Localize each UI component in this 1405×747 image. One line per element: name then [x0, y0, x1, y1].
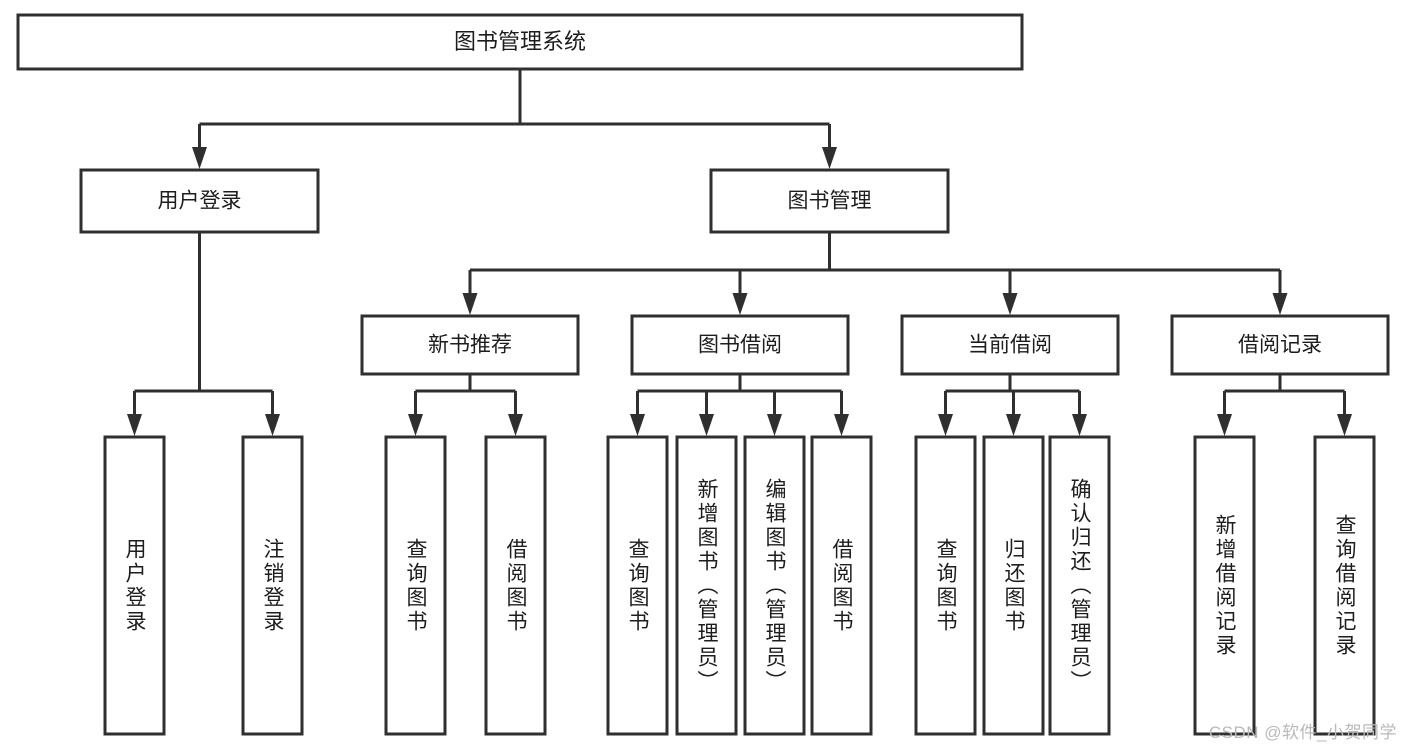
arrow-head-l-borrow-book-1: [508, 414, 523, 436]
arrow-head-l-query-book-2: [630, 414, 645, 436]
node-box-l-add-record[interactable]: [1193, 435, 1256, 736]
arrow-head-l-add-book: [699, 414, 714, 436]
arrow-head-l-add-record: [1217, 414, 1232, 436]
node-box-l-logout[interactable]: [241, 435, 304, 736]
csdn-watermark: CSDN @软件_小贺同学: [1208, 723, 1397, 742]
node-label-root: 图书管理系统: [454, 29, 586, 54]
arrow-head-n-book-mgmt: [822, 147, 837, 169]
node-box-l-user-login[interactable]: [103, 435, 166, 736]
node-box-l-borrow-book-2[interactable]: [810, 435, 873, 736]
arrow-head-l-confirm-return: [1072, 414, 1087, 436]
node-box-l-query-record[interactable]: [1313, 435, 1376, 736]
arrow-head-l-borrow-book-2: [834, 414, 849, 436]
node-box-l-confirm-return[interactable]: [1048, 435, 1111, 736]
arrow-head-l-query-book-3: [938, 414, 953, 436]
connectors-layer: [127, 69, 1352, 436]
arrow-head-l-return-book: [1006, 414, 1021, 436]
node-label-n-book-mgmt: 图书管理: [788, 190, 872, 213]
node-box-root[interactable]: [16, 13, 1024, 71]
node-box-n-new-book-rec[interactable]: [360, 314, 580, 376]
arrow-head-l-user-login: [127, 414, 142, 436]
arrow-head-n-new-book-rec: [462, 293, 478, 315]
arrow-head-l-query-book-1: [408, 414, 423, 436]
node-box-l-add-book[interactable]: [675, 435, 738, 736]
arrow-head-l-edit-book: [767, 414, 782, 436]
node-box-n-book-mgmt[interactable]: [709, 168, 950, 234]
node-label-n-current-borrow: 当前借阅: [968, 334, 1052, 357]
arrow-head-l-query-record: [1337, 414, 1352, 436]
node-box-n-user-login[interactable]: [79, 168, 320, 234]
node-box-l-query-book-2[interactable]: [606, 435, 669, 736]
arrow-head-n-current-borrow: [1002, 293, 1018, 315]
arrow-head-l-logout: [265, 414, 280, 436]
node-label-n-book-borrow: 图书借阅: [698, 334, 782, 357]
arrow-head-n-user-login: [192, 147, 207, 169]
node-box-l-query-book-1[interactable]: [384, 435, 447, 736]
arrow-head-n-borrow-record: [1272, 293, 1288, 315]
node-box-l-edit-book[interactable]: [743, 435, 806, 736]
node-label-n-new-book-rec: 新书推荐: [428, 334, 512, 357]
node-box-l-query-book-3[interactable]: [914, 435, 977, 736]
arrow-head-n-book-borrow: [732, 293, 748, 315]
node-label-n-borrow-record: 借阅记录: [1238, 334, 1322, 357]
node-box-l-borrow-book-1[interactable]: [484, 435, 547, 736]
boxes-layer[interactable]: [16, 13, 1390, 736]
node-label-n-user-login: 用户登录: [158, 190, 242, 213]
node-box-l-return-book[interactable]: [982, 435, 1045, 736]
node-box-n-borrow-record[interactable]: [1170, 314, 1390, 376]
node-box-n-current-borrow[interactable]: [900, 314, 1120, 376]
node-box-n-book-borrow[interactable]: [630, 314, 850, 376]
